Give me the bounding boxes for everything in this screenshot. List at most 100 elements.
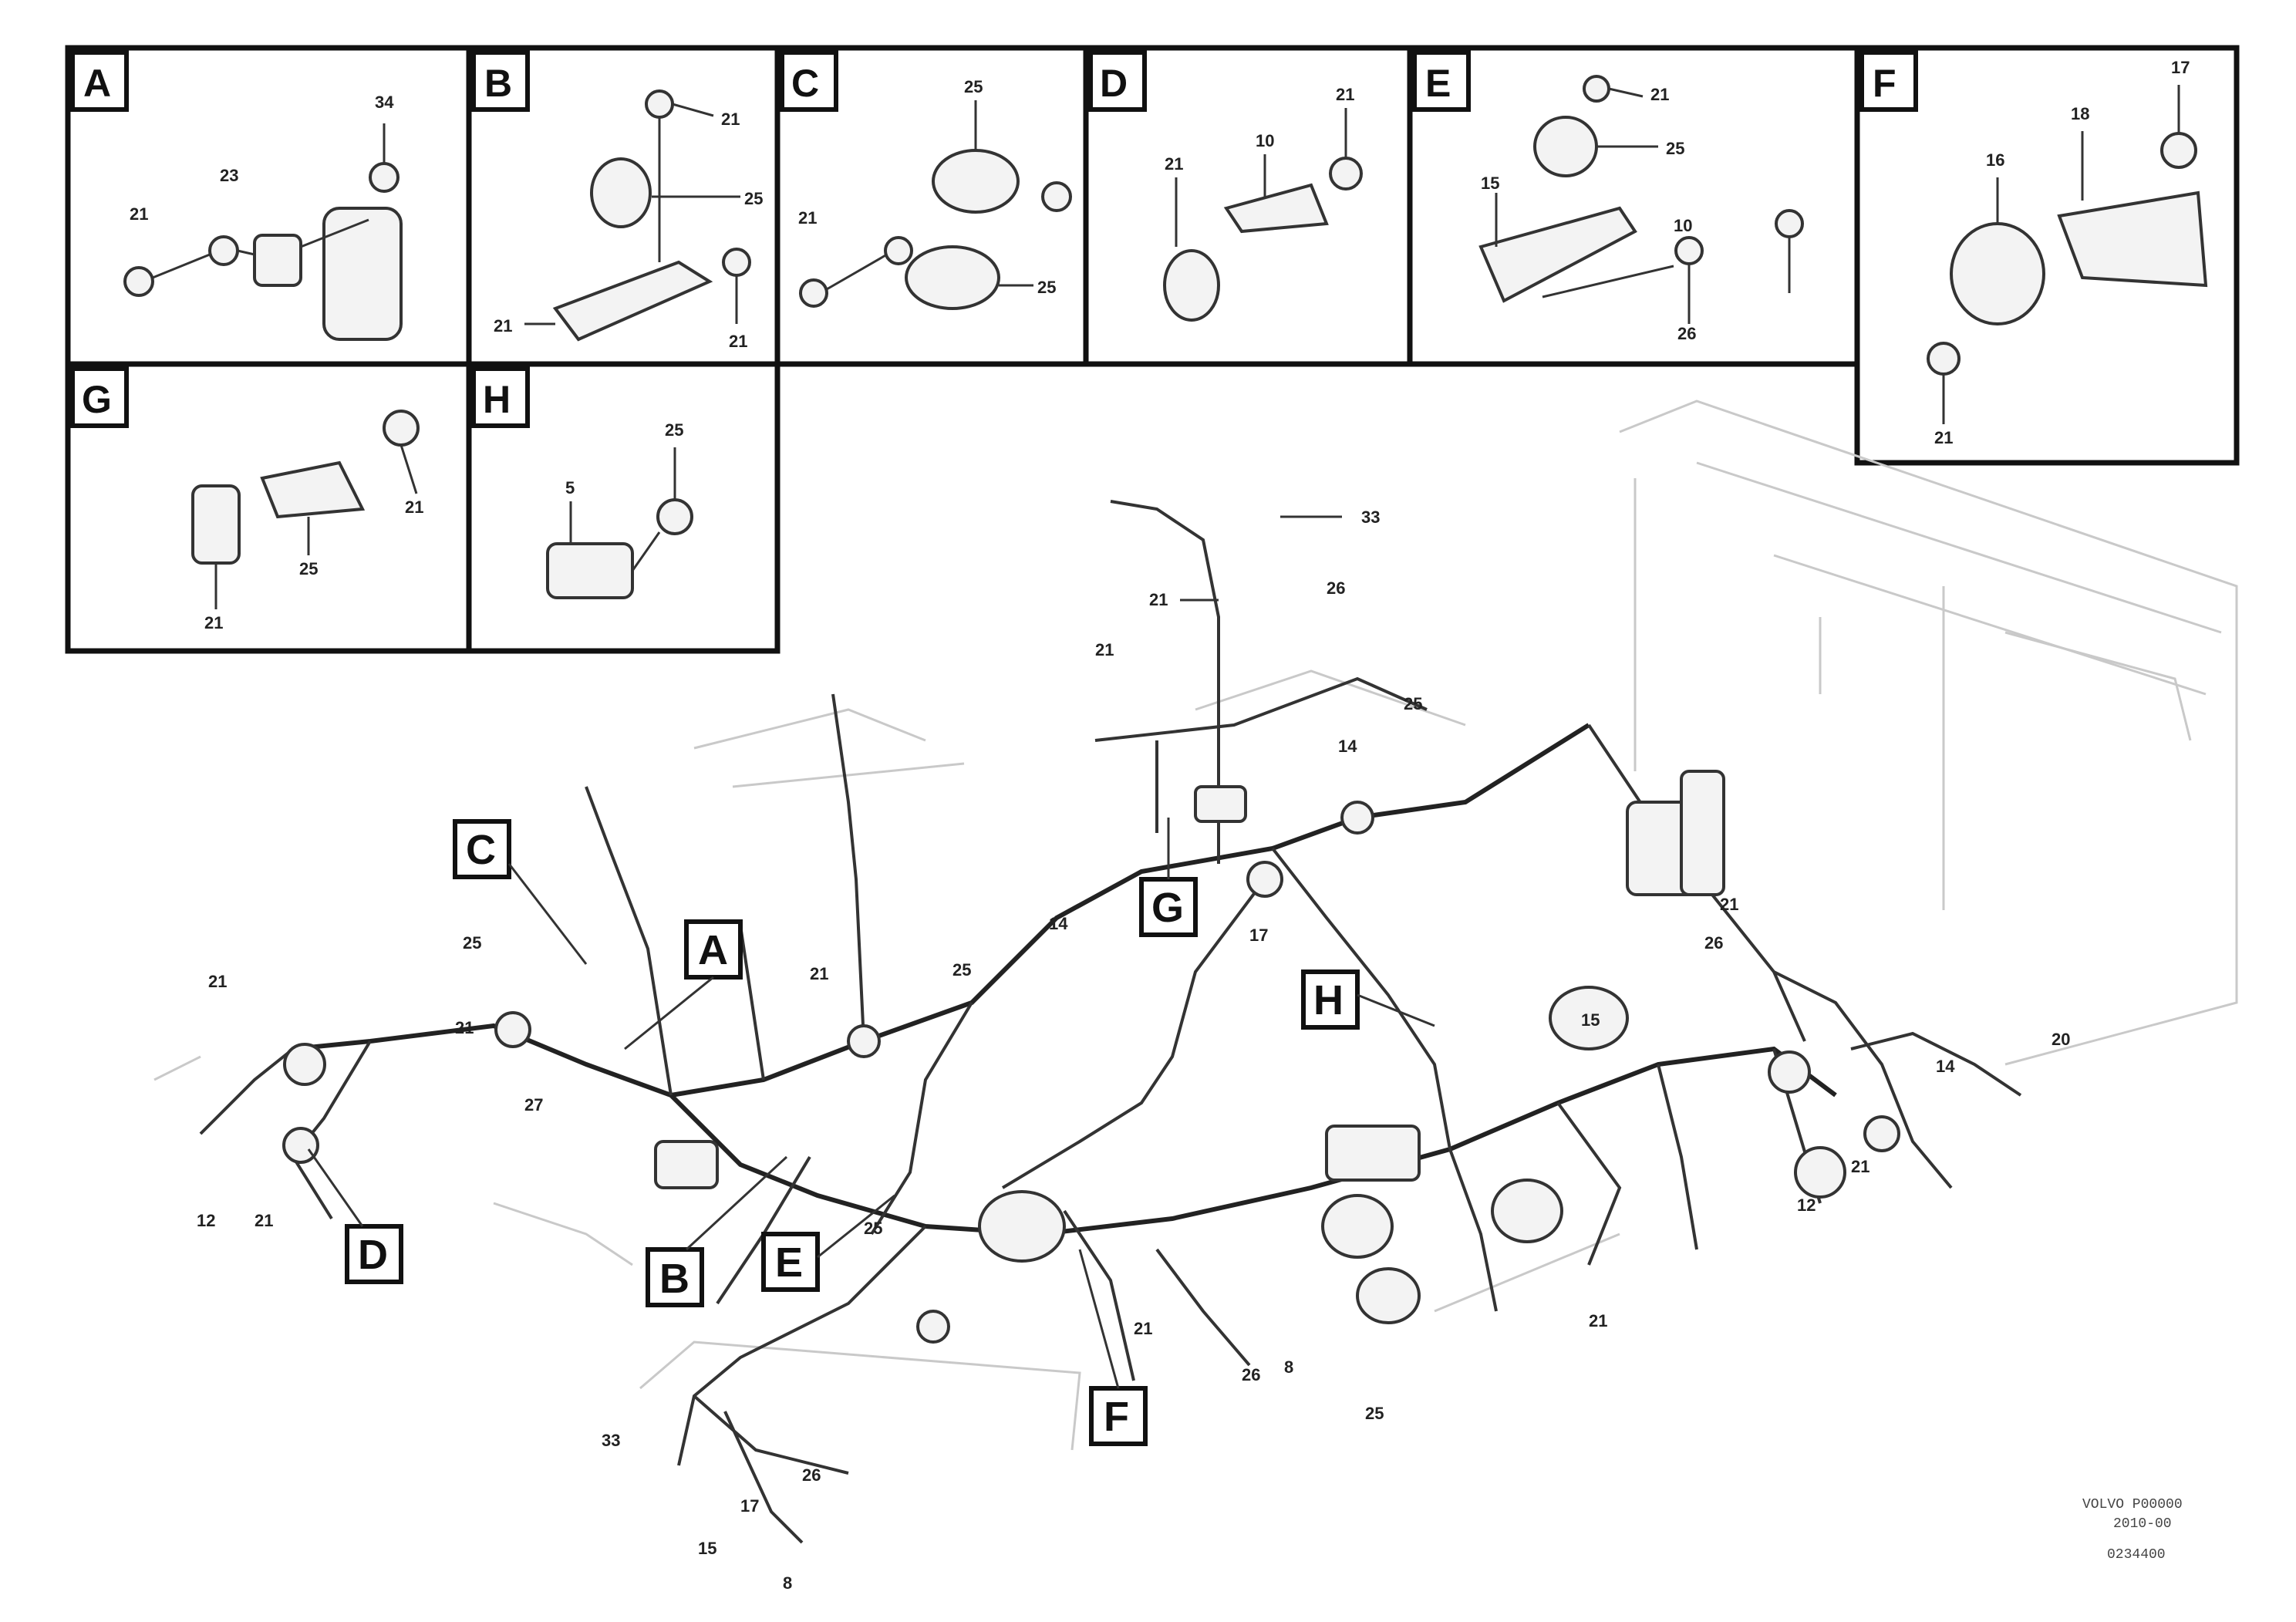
- label: 21: [1336, 85, 1354, 104]
- label: 34: [375, 93, 394, 112]
- reference-line-2: 2010-00: [2113, 1516, 2172, 1532]
- label: 21: [1650, 85, 1669, 104]
- callout-f: F: [1078, 1249, 1148, 1446]
- callout-a: A: [624, 919, 743, 1050]
- callout-b: B: [646, 1155, 788, 1307]
- part-number: 12: [197, 1211, 215, 1230]
- part-number: 25: [1365, 1404, 1384, 1423]
- part-number: 15: [1581, 1010, 1600, 1030]
- label: 25: [964, 77, 983, 96]
- part-number: 21: [810, 964, 828, 983]
- label: 21: [405, 497, 423, 517]
- label: 21: [1165, 154, 1183, 174]
- label: 10: [1674, 216, 1692, 235]
- part-number: 8: [783, 1573, 792, 1593]
- detail-panel-e: E 21 25 15 10 26: [1407, 45, 1860, 367]
- part-number: 33: [1361, 508, 1380, 527]
- part-number: 25: [864, 1219, 882, 1238]
- reference-stamp: VOLVO P00000 2010-00 0234400: [2082, 1497, 2183, 1563]
- part-number: 26: [1704, 933, 1723, 953]
- part-number: 17: [1249, 926, 1268, 945]
- label: 25: [1037, 278, 1056, 297]
- panel-letter-a: A: [83, 62, 111, 105]
- part-number: 21: [1095, 640, 1114, 659]
- part-number: 27: [524, 1095, 543, 1114]
- callout-g: G: [1139, 818, 1198, 937]
- callouts: A B C D E F G: [307, 818, 1435, 1446]
- part-number: 20: [2052, 1030, 2070, 1049]
- panel-letter-f: F: [1873, 62, 1896, 105]
- label: 25: [665, 420, 683, 440]
- part-number: 21: [1851, 1157, 1870, 1176]
- callout-d: D: [307, 1148, 403, 1284]
- part-number: 26: [1327, 578, 1345, 598]
- label: 25: [299, 559, 318, 578]
- label: 25: [1666, 139, 1684, 158]
- panel-letter-b: B: [484, 62, 512, 105]
- label: 15: [1481, 174, 1499, 193]
- part-number: 21: [1589, 1311, 1607, 1330]
- label: 21: [721, 110, 740, 129]
- callout-letter: B: [659, 1256, 689, 1302]
- detail-panel-h: H 25 5: [466, 361, 781, 654]
- label: 21: [729, 332, 747, 351]
- detail-panel-a: A 34 23 21: [65, 45, 472, 367]
- callout-letter: G: [1151, 885, 1184, 931]
- part-number: 25: [463, 933, 481, 953]
- label: 21: [798, 208, 817, 228]
- callout-letter: C: [466, 827, 496, 873]
- callout-letter: A: [698, 927, 728, 973]
- part-number: 21: [1720, 895, 1738, 914]
- part-number: 21: [1149, 590, 1168, 609]
- label: 21: [204, 613, 223, 632]
- callout-c: C: [453, 819, 588, 965]
- part-number: 14: [1936, 1057, 1955, 1076]
- label: 16: [1986, 150, 2004, 170]
- reference-line-1: VOLVO P00000: [2082, 1497, 2183, 1512]
- label: 23: [220, 166, 238, 185]
- part-number: 25: [1404, 694, 1422, 713]
- part-number-labels: 33 21 26 14 25 21 14 26 17 25 21 27 25 2…: [197, 508, 2070, 1593]
- part-number: 21: [255, 1211, 273, 1230]
- callout-h: H: [1301, 969, 1435, 1030]
- part-number: 26: [802, 1465, 821, 1485]
- label: 10: [1256, 131, 1274, 150]
- part-number: 15: [698, 1539, 716, 1558]
- label: 18: [2071, 104, 2089, 123]
- panel-letter-g: G: [82, 378, 112, 421]
- part-number: 21: [1134, 1319, 1152, 1338]
- label: 21: [494, 316, 512, 336]
- reference-code: 0234400: [2107, 1547, 2166, 1563]
- panel-letter-h: H: [483, 378, 511, 421]
- detail-panel-g: G 21 25 21: [65, 361, 472, 654]
- callout-e: E: [761, 1194, 895, 1292]
- label: 5: [565, 478, 575, 497]
- part-number: 14: [1049, 914, 1068, 933]
- callout-letter: E: [775, 1239, 803, 1286]
- callout-letter: D: [358, 1232, 388, 1278]
- panel-letter-e: E: [1425, 62, 1451, 105]
- part-number: 17: [740, 1496, 759, 1516]
- part-number: 8: [1284, 1357, 1293, 1377]
- detail-panel-c: C 25 25 21: [774, 45, 1089, 367]
- connectors: [282, 770, 1900, 1344]
- panel-letter-c: C: [791, 62, 819, 105]
- part-number: 21: [208, 972, 227, 991]
- label: 17: [2171, 58, 2190, 77]
- label: 21: [1934, 428, 1953, 447]
- callout-letter: F: [1104, 1394, 1129, 1440]
- detail-panel-b: B 21 25 21 21: [466, 45, 781, 367]
- part-number: 25: [952, 960, 971, 980]
- callout-letter: H: [1313, 977, 1344, 1023]
- part-number: 21: [455, 1018, 474, 1037]
- part-number: 12: [1797, 1195, 1816, 1215]
- panel-letter-d: D: [1100, 62, 1128, 105]
- vehicle-outline: [153, 400, 2238, 1451]
- part-number: 26: [1242, 1365, 1260, 1384]
- label: 25: [744, 189, 763, 208]
- detail-panel-d: D 21 10 21: [1083, 45, 1413, 367]
- part-number: 33: [602, 1431, 620, 1450]
- label: 21: [130, 204, 148, 224]
- part-number: 14: [1338, 737, 1357, 756]
